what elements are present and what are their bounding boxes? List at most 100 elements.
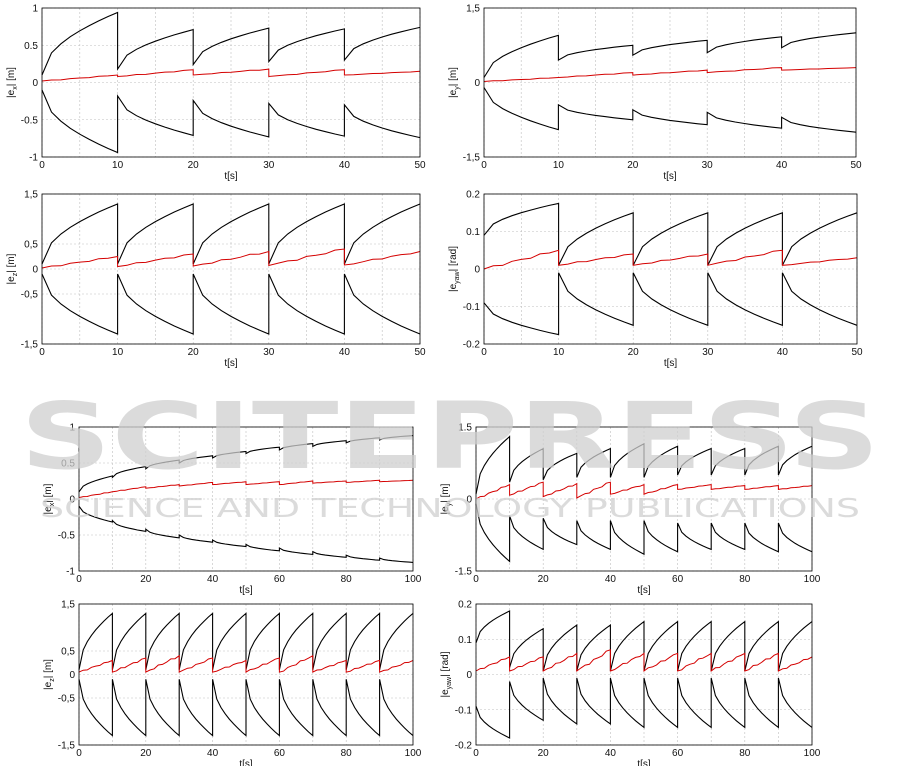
y-tick-label: 0.5 [61, 459, 75, 470]
y-tick-label: 0 [32, 265, 38, 276]
series-lower-bound [41, 273, 421, 335]
x-tick-label: 10 [553, 160, 565, 171]
y-axis-label: |ex| [m] [43, 483, 56, 514]
grid-lines [41, 193, 421, 345]
y-tick-label: -0.1 [463, 302, 481, 313]
axes-frame [475, 426, 813, 572]
grid-lines [78, 426, 414, 572]
y-tick-label: -1.5 [455, 567, 473, 578]
y-axis-label: |ez| [m] [6, 253, 19, 284]
series-error [78, 654, 414, 673]
series-lower-bound [475, 677, 813, 739]
y-tick-label: -0.2 [463, 340, 481, 351]
x-tick-label: 60 [274, 574, 286, 585]
x-tick-label: 40 [777, 347, 789, 358]
y-tick-label: -1 [29, 153, 38, 164]
x-tick-label: 0 [473, 748, 479, 759]
y-axis-label: |eyaw| [rad] [448, 246, 461, 292]
y-tick-label: 0 [474, 78, 480, 89]
x-tick-label: 100 [405, 574, 422, 585]
y-tick-label: 0.2 [458, 600, 472, 611]
x-tick-label: 20 [628, 347, 640, 358]
x-tick-label: 60 [672, 574, 684, 585]
x-tick-label: 20 [627, 160, 639, 171]
x-tick-label: 30 [702, 160, 714, 171]
series-upper-bound [483, 32, 857, 78]
axes-frame [41, 193, 421, 345]
x-tick-label: 20 [188, 160, 200, 171]
x-tick-label: 30 [702, 347, 714, 358]
series-lower-bound [483, 272, 858, 336]
x-tick-label: 40 [605, 574, 617, 585]
y-tick-label: 0 [69, 495, 75, 506]
series-lower-bound [78, 505, 414, 563]
y-tick-label: 0.5 [24, 41, 38, 52]
series-lower-bound [41, 89, 421, 154]
x-axis-label: t[s] [637, 585, 651, 596]
x-tick-label: 80 [341, 574, 353, 585]
y-axis-label: |eyaw| [rad] [440, 651, 453, 697]
y-tick-label: 1,5 [24, 190, 38, 201]
x-tick-label: 20 [140, 748, 152, 759]
y-axis-label: |ex| [m] [6, 67, 19, 98]
x-tick-label: 60 [672, 748, 684, 759]
x-tick-label: 40 [776, 160, 788, 171]
series-error [41, 68, 421, 82]
x-tick-label: 100 [405, 748, 422, 759]
y-tick-label: -1,5 [21, 340, 39, 351]
series-error [475, 481, 813, 500]
series-upper-bound [41, 203, 421, 265]
x-tick-label: 0 [39, 347, 45, 358]
x-tick-label: 50 [414, 160, 426, 171]
y-tick-label: -1,5 [58, 741, 76, 752]
y-tick-label: 0 [466, 495, 472, 506]
y-tick-label: 1 [69, 423, 75, 434]
x-axis-label: t[s] [239, 585, 253, 596]
grid-lines [483, 7, 857, 158]
series-upper-bound [475, 610, 813, 672]
x-tick-label: 100 [804, 574, 821, 585]
y-tick-label: -1 [66, 567, 75, 578]
y-tick-label: 0.1 [466, 227, 480, 238]
x-tick-label: 40 [339, 160, 351, 171]
x-tick-label: 80 [341, 748, 353, 759]
series-upper-bound [475, 435, 813, 495]
y-tick-label: -0.1 [455, 705, 473, 716]
x-tick-label: 60 [274, 748, 286, 759]
series-upper-bound [41, 11, 421, 76]
x-tick-label: 0 [39, 160, 45, 171]
x-tick-label: 0 [481, 160, 487, 171]
x-tick-label: 40 [339, 347, 351, 358]
x-tick-label: 20 [538, 574, 550, 585]
axes-frame [78, 426, 414, 572]
axes-frame [483, 193, 858, 345]
series-upper-bound [78, 435, 414, 493]
y-axis-label: |ey| [m] [448, 67, 461, 98]
axes-frame [475, 603, 813, 746]
series-error [475, 649, 813, 673]
grid-lines [41, 7, 421, 158]
x-axis-label: t[s] [664, 358, 678, 369]
y-tick-label: 1,5 [61, 600, 75, 611]
y-tick-label: 0,5 [24, 240, 38, 251]
series-lower-bound [475, 503, 813, 563]
y-tick-label: -0.5 [21, 115, 39, 126]
y-tick-label: -0,5 [58, 694, 76, 705]
series-lower-bound [483, 87, 857, 133]
grid-lines [483, 193, 858, 345]
x-tick-label: 30 [263, 160, 275, 171]
y-tick-label: 1.5 [458, 423, 472, 434]
x-tick-label: 80 [739, 574, 751, 585]
x-tick-label: 50 [850, 160, 862, 171]
watermark-title: SCITEPRESS [20, 383, 880, 490]
x-axis-label: t[s] [663, 171, 677, 182]
x-tick-label: 80 [739, 748, 751, 759]
series-error [483, 67, 857, 82]
x-tick-label: 20 [140, 574, 152, 585]
